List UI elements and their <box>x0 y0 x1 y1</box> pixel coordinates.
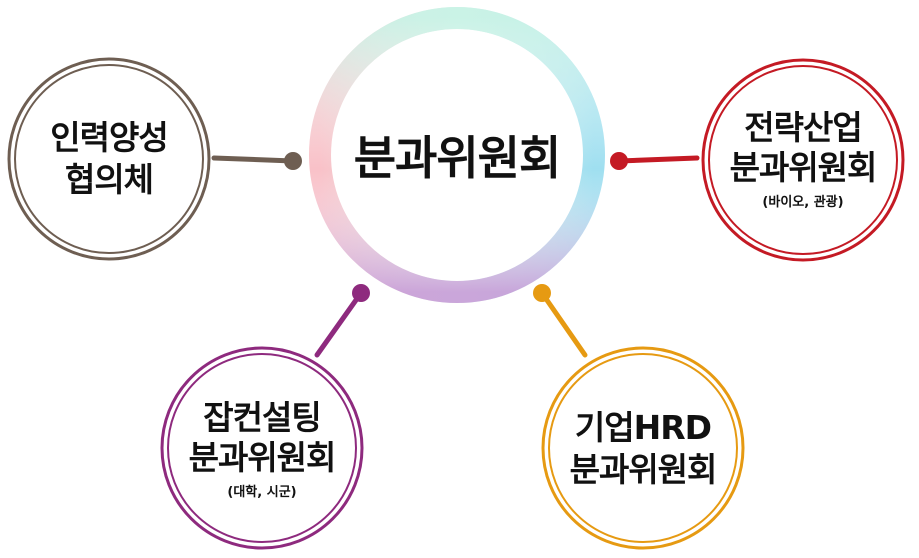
connector-bottom-right-dot <box>533 284 551 302</box>
node-bottom-left-line1: 잡컨설팅 <box>203 398 321 437</box>
node-left-label: 인력양성 협의체 <box>19 99 199 219</box>
node-left-circle <box>7 57 211 261</box>
center-ring <box>309 7 605 303</box>
node-bottom-left-line2: 분과위원회 <box>188 438 337 477</box>
node-bottom-right-label: 기업HRD 분과위원회 <box>553 389 733 509</box>
node-left-line2: 협의체 <box>64 160 154 199</box>
node-right-line1: 전략산업 <box>744 108 862 147</box>
connector-bottom-left-dot <box>352 284 370 302</box>
node-bottom-left-sub: (대학, 시군) <box>227 485 297 500</box>
connector-bottom-left <box>314 284 370 358</box>
connector-left <box>211 152 302 170</box>
node-right-line2: 분과위원회 <box>729 148 878 187</box>
node-left-line1: 인력양성 <box>50 118 168 157</box>
connector-right-dot <box>610 152 628 170</box>
node-right-sub: (바이오, 관광) <box>762 195 844 210</box>
node-bottom-left-label: 잡컨설팅 분과위원회 (대학, 시군) <box>172 387 352 511</box>
connector-bottom-right <box>533 284 588 358</box>
node-bottom-right-line1: 기업HRD <box>574 408 712 447</box>
node-bottom-left-circle <box>160 346 364 550</box>
center-title-text: 분과위원회 <box>353 131 562 185</box>
node-bottom-right-circle <box>541 346 745 550</box>
node-bottom-right-line2: 분과위원회 <box>569 450 718 489</box>
connector-right <box>610 152 700 170</box>
center-title: 분과위원회 <box>332 100 582 210</box>
node-right-label: 전략산업 분과위원회 (바이오, 관광) <box>713 97 893 221</box>
connector-left-dot <box>284 152 302 170</box>
node-right-circle <box>701 58 905 262</box>
